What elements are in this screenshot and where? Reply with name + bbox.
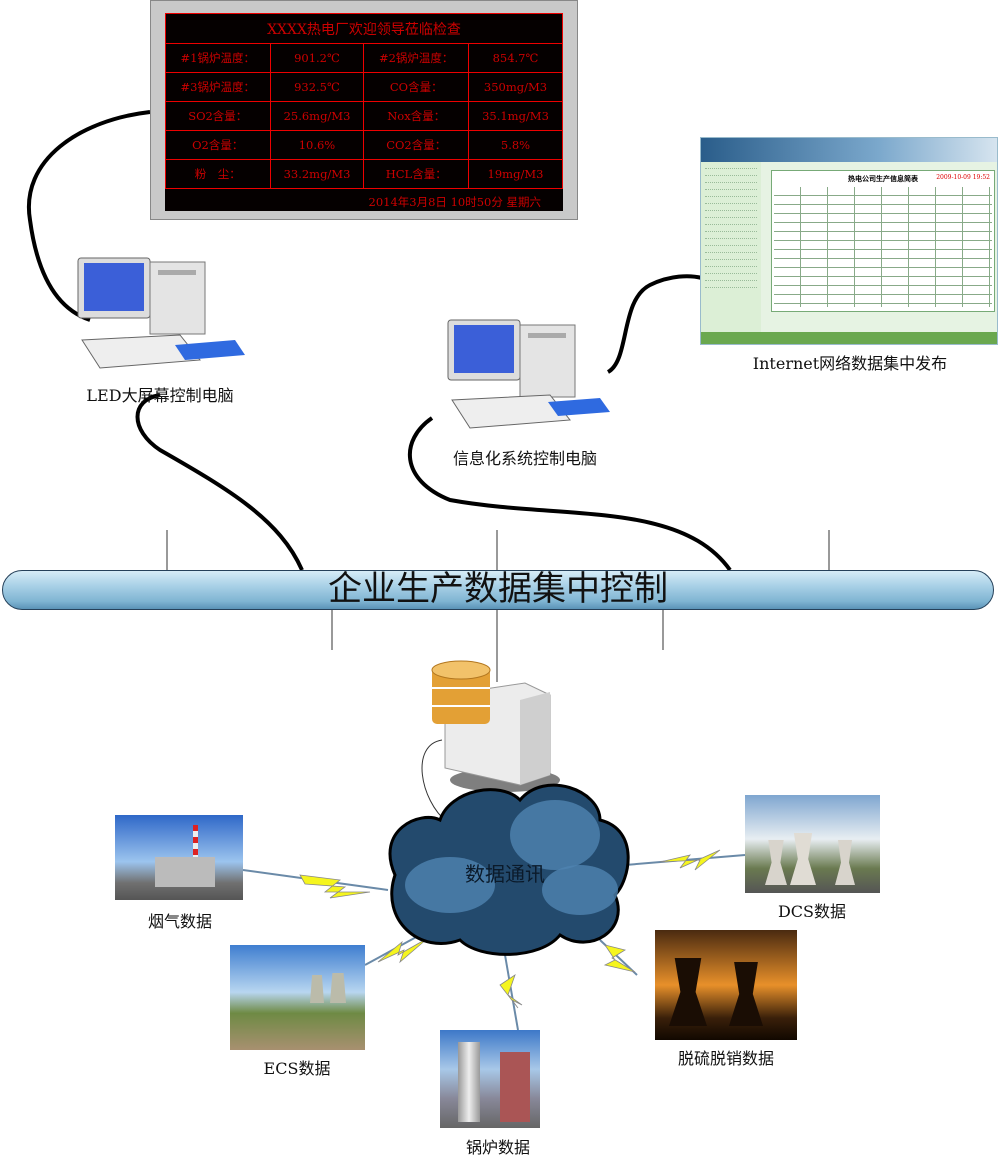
ecs-label: ECS数据 <box>263 1059 331 1078</box>
led-cell: 901.2℃ <box>269 43 365 73</box>
flue-gas-photo <box>115 815 243 900</box>
data-bus-pipe: 企业生产数据集中控制 <box>2 570 994 610</box>
internet-report-screenshot: 热电公司生产信息简表 2009-10-09 19:52 <box>700 137 998 345</box>
server-cable <box>421 739 448 823</box>
cloud-label: 数据通讯 <box>465 862 545 886</box>
led-row: #1锅炉温度：901.2℃#2锅炉温度：854.7℃ <box>165 43 564 73</box>
internet-label: Internet网络数据集中发布 <box>752 354 948 373</box>
lightning-links <box>242 849 746 1031</box>
bus-label: 企业生产数据集中控制 <box>328 569 668 609</box>
led-cell: 35.1mg/M3 <box>467 101 564 131</box>
led-cell: #1锅炉温度： <box>165 43 271 73</box>
info-pc-label: 信息化系统控制电脑 <box>452 449 598 468</box>
info-system-pc-icon <box>447 319 610 429</box>
web-header-banner <box>701 138 997 162</box>
led-control-pc-icon <box>77 257 245 369</box>
desulfurization-photo <box>655 930 797 1040</box>
dcs-photo <box>745 795 880 893</box>
web-sidebar <box>701 162 761 332</box>
led-display-board: XXXX热电厂欢迎领导莅临检查 #1锅炉温度：901.2℃#2锅炉温度：854.… <box>150 0 578 220</box>
led-cell: 25.6mg/M3 <box>269 101 365 131</box>
led-cell: 854.7℃ <box>467 43 564 73</box>
led-cell: 33.2mg/M3 <box>269 159 365 189</box>
boiler-photo <box>440 1030 540 1128</box>
desulfurization-label: 脱硫脱销数据 <box>677 1049 775 1068</box>
web-footer <box>701 332 997 344</box>
led-cell: 19mg/M3 <box>467 159 564 189</box>
led-cell: 5.8% <box>467 130 564 160</box>
led-cell: #3锅炉温度： <box>165 72 271 102</box>
cable-infopc-to-bus <box>407 416 732 572</box>
led-pc-label: LED大屏幕控制电脑 <box>86 386 234 405</box>
led-cell: O2含量： <box>165 130 271 160</box>
led-footer-datetime: 2014年3月8日 10时50分 星期六 <box>368 195 541 209</box>
led-cell: 350mg/M3 <box>467 72 564 102</box>
led-cell: Nox含量： <box>363 101 469 131</box>
cable-ledpc-to-bus <box>135 393 304 571</box>
led-cell: CO含量： <box>363 72 469 102</box>
led-cell: HCL含量： <box>363 159 469 189</box>
dcs-label: DCS数据 <box>777 902 847 921</box>
led-cell: SO2含量： <box>165 101 271 131</box>
led-cell: CO2含量： <box>363 130 469 160</box>
lightning-icon <box>499 974 523 1009</box>
lightning-icon <box>659 849 721 871</box>
led-cell: 932.5℃ <box>269 72 365 102</box>
cable-led-to-pc <box>26 110 151 322</box>
led-cell: 10.6% <box>269 130 365 160</box>
led-cell: #2锅炉温度： <box>363 43 469 73</box>
ecs-photo <box>230 945 365 1050</box>
led-row: O2含量：10.6%CO2含量：5.8% <box>165 130 564 160</box>
web-report-table: 热电公司生产信息简表 2009-10-09 19:52 <box>771 170 995 312</box>
database-server-icon <box>431 660 560 792</box>
lightning-icon <box>377 937 429 964</box>
led-title: XXXX热电厂欢迎领导莅临检查 <box>165 13 563 44</box>
flue-gas-label: 烟气数据 <box>147 912 213 931</box>
boiler-label: 锅炉数据 <box>465 1138 531 1157</box>
lightning-icon <box>299 874 371 899</box>
cloud-icon <box>388 783 630 956</box>
web-report-datetime: 2009-10-09 19:52 <box>936 174 990 181</box>
led-cell: 粉 尘： <box>165 159 271 189</box>
lightning-icon <box>603 944 636 973</box>
cable-infopc-to-web <box>606 274 703 374</box>
web-report-title: 热电公司生产信息简表 <box>848 174 918 183</box>
